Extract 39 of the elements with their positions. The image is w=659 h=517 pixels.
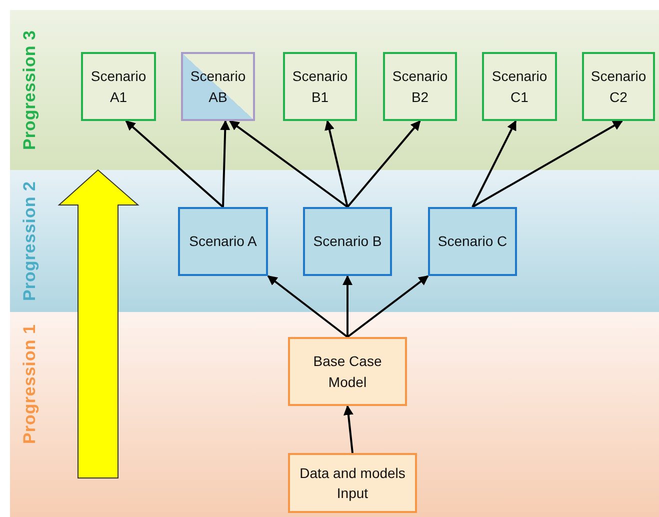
process-box (288, 453, 417, 513)
band-label: Progression 3 (20, 30, 40, 150)
band-label: Progression 2 (20, 181, 40, 301)
box-text: Scenario A1 (90, 67, 148, 106)
arrow (220, 120, 230, 208)
process-box (178, 207, 268, 276)
arrow (346, 120, 421, 208)
box-text: Scenario C1 (490, 67, 548, 106)
process-box (288, 337, 407, 406)
process-box (383, 52, 457, 121)
band-background (10, 312, 659, 517)
arrow (346, 275, 429, 338)
process-box (303, 207, 392, 276)
process-box (428, 207, 517, 276)
process-box (181, 52, 255, 121)
box-text: Scenario B (313, 232, 382, 252)
arrow (472, 120, 624, 208)
band-label: Progression 1 (20, 324, 40, 444)
box-text: Scenario AB (189, 67, 247, 106)
arrow (342, 275, 352, 337)
box-text: Scenario C2 (590, 67, 648, 106)
process-box (283, 52, 357, 121)
arrow (267, 275, 348, 338)
arrow (324, 120, 348, 208)
process-box (81, 52, 156, 121)
box-text: Data and models Input (298, 464, 406, 503)
arrow (229, 120, 348, 208)
band-background (10, 10, 659, 170)
box-text: Scenario B1 (291, 67, 349, 106)
band-background (10, 170, 659, 312)
box-text: Scenario A (189, 232, 257, 252)
process-box (582, 52, 655, 121)
arrow (343, 405, 354, 454)
box-text: Base Case Model (312, 352, 383, 392)
box-text: Scenario C (438, 232, 508, 252)
process-box (482, 52, 557, 121)
arrow (472, 120, 517, 208)
arrow (125, 120, 224, 208)
box-text: Scenario B2 (391, 67, 449, 106)
